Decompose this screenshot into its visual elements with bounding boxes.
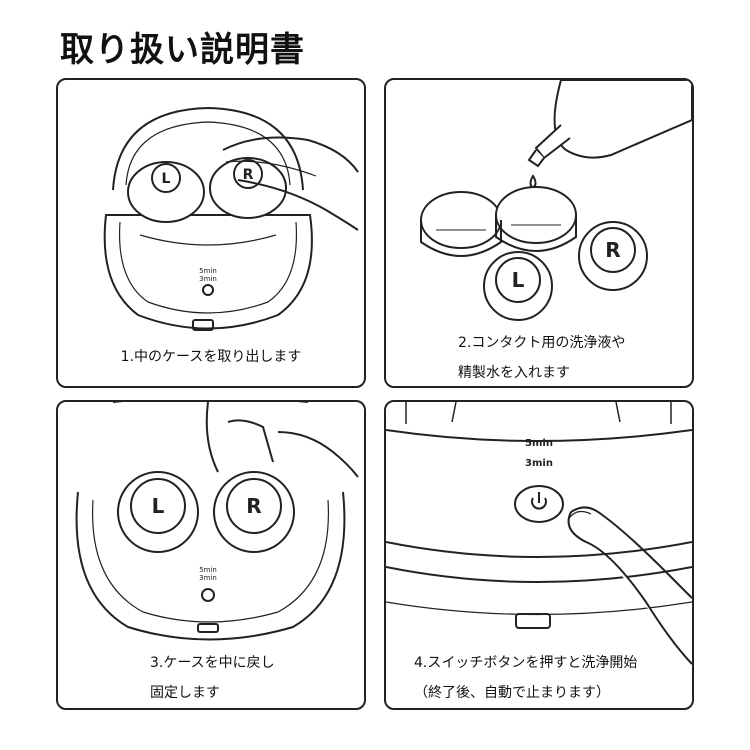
step-4-illustration: 5min 3min [386,402,692,665]
step-2-illustration: L R [420,80,692,321]
timer-3min-label: 3min [525,458,553,469]
lid-right-label: R [243,167,254,183]
page-title: 取り扱い説明書 [60,30,305,70]
lid-right-label: R [605,238,620,262]
timer-5min-label: 5min [199,267,217,275]
lid-left-label: L [512,268,525,292]
step-3-illustration: L R 5min 3min [75,402,359,641]
caption-line: 1.中のケースを取り出します [120,349,302,365]
caption-line: 固定します [150,685,220,701]
caption-line: 精製水を入れます [458,365,570,381]
step-4-caption: 4.スイッチボタンを押すと洗浄開始 （終了後、自動で止まります） [414,648,692,708]
timer-3min-label: 3min [199,275,217,283]
step-4-panel: 5min 3min 4.スイッチボタンを押すと洗浄開始 （終了後、自動で止まりま… [384,400,694,710]
step-1-caption: 1.中のケースを取り出します [58,342,364,372]
timer-5min-label: 5min [199,566,217,574]
lid-right-label: R [246,494,261,518]
lid-left-label: L [152,494,165,518]
caption-line: 2.コンタクト用の洗浄液や [458,335,626,351]
caption-line: 4.スイッチボタンを押すと洗浄開始 [414,655,638,671]
lid-left-label: L [162,171,171,187]
caption-line: 3.ケースを中に戻し [150,655,275,671]
step-3-caption: 3.ケースを中に戻し 固定します [150,648,364,708]
step-2-caption: 2.コンタクト用の洗浄液や 精製水を入れます [458,328,692,386]
timer-3min-label: 3min [199,574,217,582]
step-3-panel: L R 5min 3min 3.ケースを中に戻し 固定します [56,400,366,710]
step-1-panel: L R 5min 3min 1.中のケースを取り出します [56,78,366,388]
step-1-illustration: L R 5min 3min [103,106,359,331]
step-2-panel: L R 2.コンタクト用の洗浄液や 精製水を入れます [384,78,694,388]
timer-5min-label: 5min [525,438,553,449]
caption-line: （終了後、自動で止まります） [414,685,610,701]
